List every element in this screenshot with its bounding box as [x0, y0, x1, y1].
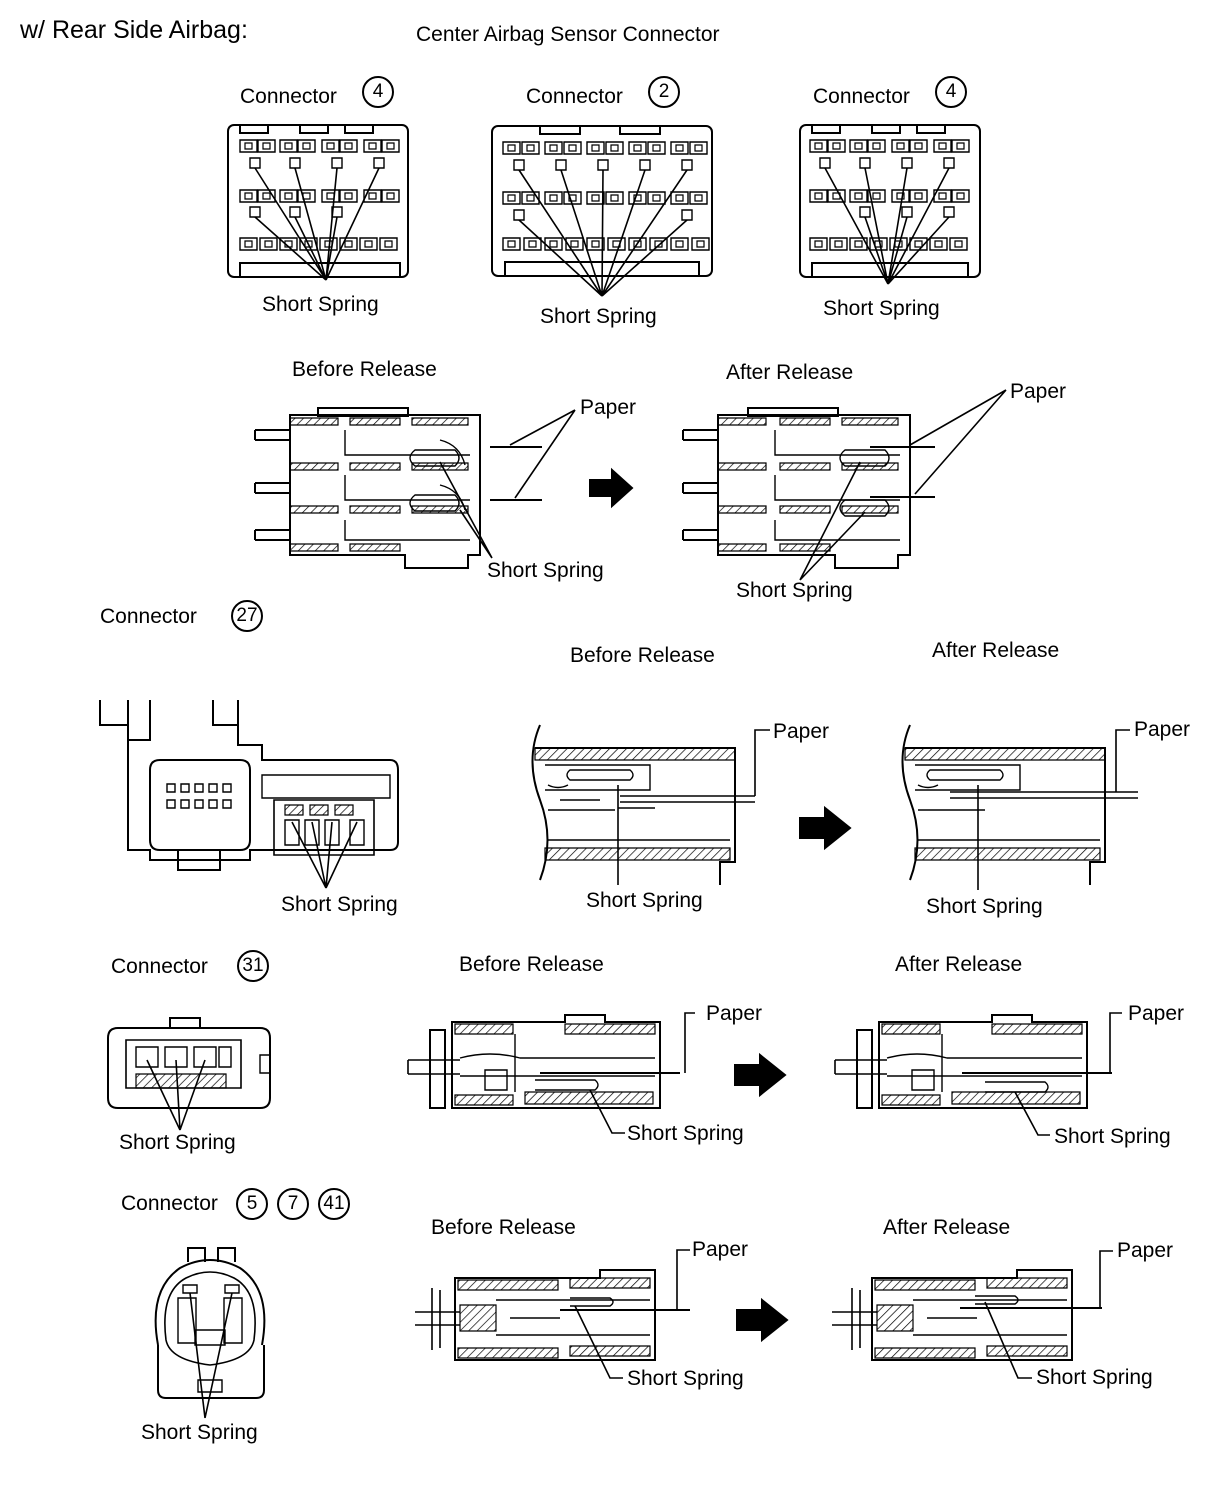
connector-number-5: 5 — [236, 1188, 268, 1220]
short-spring-label-3a: Short Spring — [627, 1122, 744, 1145]
connector-number-4a: 4 — [362, 76, 394, 108]
before-release-label-4: Before Release — [431, 1216, 576, 1239]
short-spring-label-2a: Short Spring — [586, 889, 703, 912]
short-spring-label-31: Short Spring — [119, 1131, 236, 1154]
connector-label-4a: Connector — [240, 85, 337, 108]
connector-label-4b: Connector — [813, 85, 910, 108]
paper-label-2a: Paper — [773, 720, 830, 743]
paper-label-3a: Paper — [706, 1002, 763, 1025]
after-release-label-1: After Release — [726, 361, 854, 384]
short-spring-label-4a: Short Spring — [627, 1367, 744, 1390]
before-release-label-3: Before Release — [459, 953, 604, 976]
page-title: w/ Rear Side Airbag: — [20, 16, 248, 44]
paper-label-4a: Paper — [692, 1238, 749, 1261]
section-2-before — [533, 725, 771, 885]
section-4-after — [832, 1251, 1113, 1378]
after-release-label-3: After Release — [895, 953, 1023, 976]
after-release-label-4: After Release — [883, 1216, 1011, 1239]
diagram-subtitle: Center Airbag Sensor Connector — [416, 23, 720, 46]
short-spring-label-4b: Short Spring — [1036, 1366, 1153, 1389]
section-1-before — [255, 408, 575, 568]
connector-number-7: 7 — [277, 1188, 309, 1220]
connector-label-27: Connector — [100, 605, 197, 628]
paper-label-1b: Paper — [1010, 380, 1067, 403]
connector-2-face — [492, 126, 712, 296]
short-spring-label-1b: Short Spring — [736, 579, 853, 602]
arrow-icon — [590, 470, 632, 506]
short-spring-label-1a: Short Spring — [487, 559, 604, 582]
arrow-icon — [737, 1300, 787, 1340]
after-release-label-2: After Release — [932, 639, 1060, 662]
connector-4b-face — [800, 125, 980, 284]
connector-number-27: 27 — [231, 600, 263, 632]
short-spring-label-5: Short Spring — [141, 1421, 258, 1444]
short-spring-label-27: Short Spring — [281, 893, 398, 916]
connector-label-31: Connector — [111, 955, 208, 978]
paper-label-1a: Paper — [580, 396, 637, 419]
before-release-label-2: Before Release — [570, 644, 715, 667]
connector-number-31: 31 — [237, 950, 269, 982]
connector-label-5-7-41: Connector — [121, 1192, 218, 1215]
before-release-label-1: Before Release — [292, 358, 437, 381]
connector-4a-face — [228, 125, 408, 280]
short-spring-label-2: Short Spring — [540, 305, 657, 328]
connector-5-7-41-face — [156, 1248, 265, 1418]
connector-number-2: 2 — [648, 76, 680, 108]
section-3-after — [835, 1013, 1122, 1135]
arrow-icon — [800, 808, 850, 848]
short-spring-label-3b: Short Spring — [1054, 1125, 1171, 1148]
arrow-icon — [735, 1055, 785, 1095]
section-3-before — [408, 1013, 695, 1133]
connector-number-4b: 4 — [935, 76, 967, 108]
short-spring-label-4b: Short Spring — [823, 297, 940, 320]
connector-label-2: Connector — [526, 85, 623, 108]
connector-number-41: 41 — [318, 1188, 350, 1220]
paper-label-2b: Paper — [1134, 718, 1191, 741]
connector-31-face — [108, 1018, 270, 1130]
paper-label-4b: Paper — [1117, 1239, 1174, 1262]
section-2-after — [903, 725, 1139, 890]
short-spring-label-2b: Short Spring — [926, 895, 1043, 918]
short-spring-label-4a: Short Spring — [262, 293, 379, 316]
connector-27-face — [100, 700, 398, 888]
section-4-before — [415, 1250, 690, 1378]
paper-label-3b: Paper — [1128, 1002, 1185, 1025]
section-1-after — [683, 390, 1006, 580]
